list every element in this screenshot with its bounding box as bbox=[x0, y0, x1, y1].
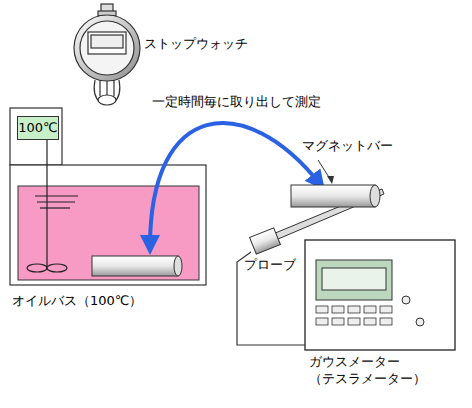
node-label: ガウスメーター （テスラメーター） bbox=[309, 354, 469, 388]
temperature-display: 100℃ bbox=[17, 116, 59, 140]
probe-label: プローブ bbox=[244, 257, 296, 274]
magnet-bar-in-bath bbox=[92, 256, 182, 276]
magnet-bar-shape bbox=[290, 182, 382, 210]
gauss-meter: ガウスメーター （テスラメーター） bbox=[305, 240, 455, 350]
gauss-meter-body bbox=[305, 240, 455, 350]
stopwatch-label: ストップウォッチ bbox=[144, 36, 248, 53]
magnet-bar: マグネットバー bbox=[290, 182, 382, 210]
oil-bath: オイルバス（100℃） bbox=[10, 165, 206, 285]
bath-vessel bbox=[10, 165, 206, 285]
stopwatch bbox=[74, 4, 140, 105]
oil bbox=[18, 186, 199, 280]
stirrer bbox=[27, 140, 78, 272]
edge-label: 一定時間毎に取り出して測定 bbox=[152, 94, 321, 111]
node-label: 100℃ bbox=[18, 120, 58, 137]
node-label: マグネットバー bbox=[302, 138, 393, 155]
node-label: オイルバス（100℃） bbox=[12, 293, 142, 310]
